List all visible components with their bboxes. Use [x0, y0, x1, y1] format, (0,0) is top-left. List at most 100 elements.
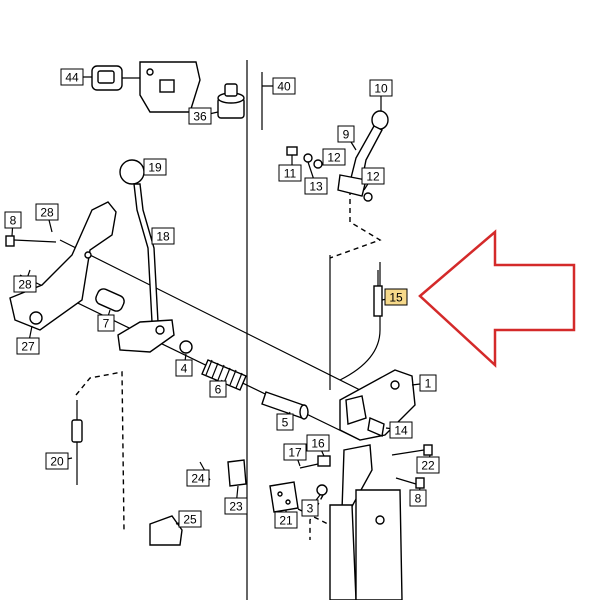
- callout-box-18: [151, 227, 175, 245]
- callout-label-13: 13: [309, 180, 323, 194]
- callout-box-5: [276, 413, 294, 431]
- callout-box-28: [35, 203, 59, 221]
- callout-label-22: 22: [421, 459, 435, 473]
- callout-box-14: [389, 421, 413, 439]
- callout-box-24: [186, 469, 210, 487]
- callout-label-12: 12: [366, 170, 380, 184]
- dashed-connector-9: [329, 190, 382, 259]
- part-44-switch: [91, 65, 140, 91]
- callout-label-24: 24: [191, 472, 205, 486]
- callout-label-14: 14: [394, 424, 408, 438]
- callout-label-10: 10: [374, 82, 388, 96]
- part-22-bolt: [391, 444, 433, 456]
- part-21-plate: [269, 481, 299, 513]
- callout-label-23: 23: [229, 500, 243, 514]
- callout-box-25: [178, 510, 202, 528]
- callout-box-27: [16, 337, 40, 355]
- part-20-cable: [71, 400, 83, 485]
- part-5-sleeve: [261, 391, 309, 420]
- callout-box-44: [60, 68, 84, 86]
- part-7-spacer: [95, 288, 125, 312]
- diagonal-guide-line-upper: [59, 239, 401, 411]
- callout-box-9: [337, 125, 355, 143]
- part-9-lever: [337, 125, 383, 202]
- red-pointer-arrow: [418, 229, 576, 368]
- callout-box-15: [384, 288, 408, 306]
- callout-box-8: [4, 211, 22, 229]
- callout-label-40: 40: [277, 80, 291, 94]
- callout-label-25: 25: [183, 513, 197, 527]
- callout-box-11: [278, 164, 302, 182]
- callout-box-1: [419, 374, 437, 392]
- callout-box-8: [409, 489, 427, 507]
- part-14-bolt: [367, 417, 385, 437]
- callout-box-3: [301, 499, 319, 517]
- part-18-lever: [133, 183, 159, 323]
- callout-label-15: 15: [389, 291, 403, 305]
- callout-label-1: 1: [425, 377, 432, 391]
- callout-label-17: 17: [288, 446, 302, 460]
- callout-label-11: 11: [284, 167, 297, 181]
- lever-base-plate: [117, 319, 175, 353]
- callout-box-10: [369, 79, 393, 97]
- part-36-key-switch: [217, 83, 245, 119]
- callout-box-36: [188, 107, 212, 125]
- callout-label-44: 44: [65, 71, 79, 85]
- callout-label-12: 12: [327, 151, 341, 165]
- callout-box-21: [274, 511, 298, 529]
- callout-box-7: [97, 314, 115, 332]
- part-6-spring: [201, 359, 247, 391]
- callout-label-28: 28: [18, 278, 32, 292]
- part-16-nut: [317, 455, 331, 467]
- callout-label-3: 3: [307, 502, 314, 516]
- callout-label-36: 36: [193, 110, 207, 124]
- dashed-connector-20: [75, 371, 125, 531]
- callout-box-19: [143, 158, 167, 176]
- callout-label-6: 6: [215, 383, 222, 397]
- lower-center-bracket: [329, 444, 403, 600]
- callout-label-4: 4: [181, 362, 188, 376]
- cable-15-curve: [339, 262, 381, 381]
- part-8-bolt-left: [13, 239, 57, 243]
- callout-box-16: [306, 434, 330, 452]
- callout-label-7: 7: [103, 317, 110, 331]
- part-4-washer: [179, 340, 193, 354]
- callout-box-17: [283, 443, 307, 461]
- part-17-bolt: [299, 463, 319, 469]
- callout-label-9: 9: [343, 128, 350, 142]
- part-8-bolt-right: [395, 477, 425, 489]
- part-8-bolt-head: [5, 235, 15, 247]
- callout-box-12: [361, 167, 385, 185]
- part-23-clip: [227, 459, 247, 487]
- callout-label-18: 18: [156, 230, 170, 244]
- callout-box-40: [272, 77, 296, 95]
- dashed-connector-3: [309, 494, 324, 540]
- callout-label-27: 27: [21, 340, 35, 354]
- part-19-knob: [119, 159, 145, 185]
- callout-label-21: 21: [279, 514, 293, 528]
- callout-box-12: [322, 148, 346, 166]
- callout-box-13: [304, 177, 328, 195]
- callout-box-6: [209, 380, 227, 398]
- callout-box-22: [416, 456, 440, 474]
- callout-box-4: [175, 359, 193, 377]
- callout-box-20: [45, 452, 69, 470]
- part-15-cable-end: [373, 270, 383, 317]
- top-mounting-bracket: [139, 61, 201, 113]
- callout-box-28: [13, 275, 37, 293]
- part-13-washer: [303, 153, 313, 163]
- part-12-washer: [313, 159, 323, 169]
- part-27-bracket: [9, 201, 117, 331]
- callout-label-19: 19: [148, 161, 162, 175]
- part-25-bracket: [149, 515, 183, 546]
- callout-label-8: 8: [415, 492, 422, 506]
- callout-box-23: [224, 497, 248, 515]
- callout-label-28: 28: [40, 206, 54, 220]
- callout-label-5: 5: [282, 416, 289, 430]
- callout-label-16: 16: [311, 437, 325, 451]
- part-3-washer: [316, 484, 328, 496]
- callout-label-8: 8: [10, 214, 17, 228]
